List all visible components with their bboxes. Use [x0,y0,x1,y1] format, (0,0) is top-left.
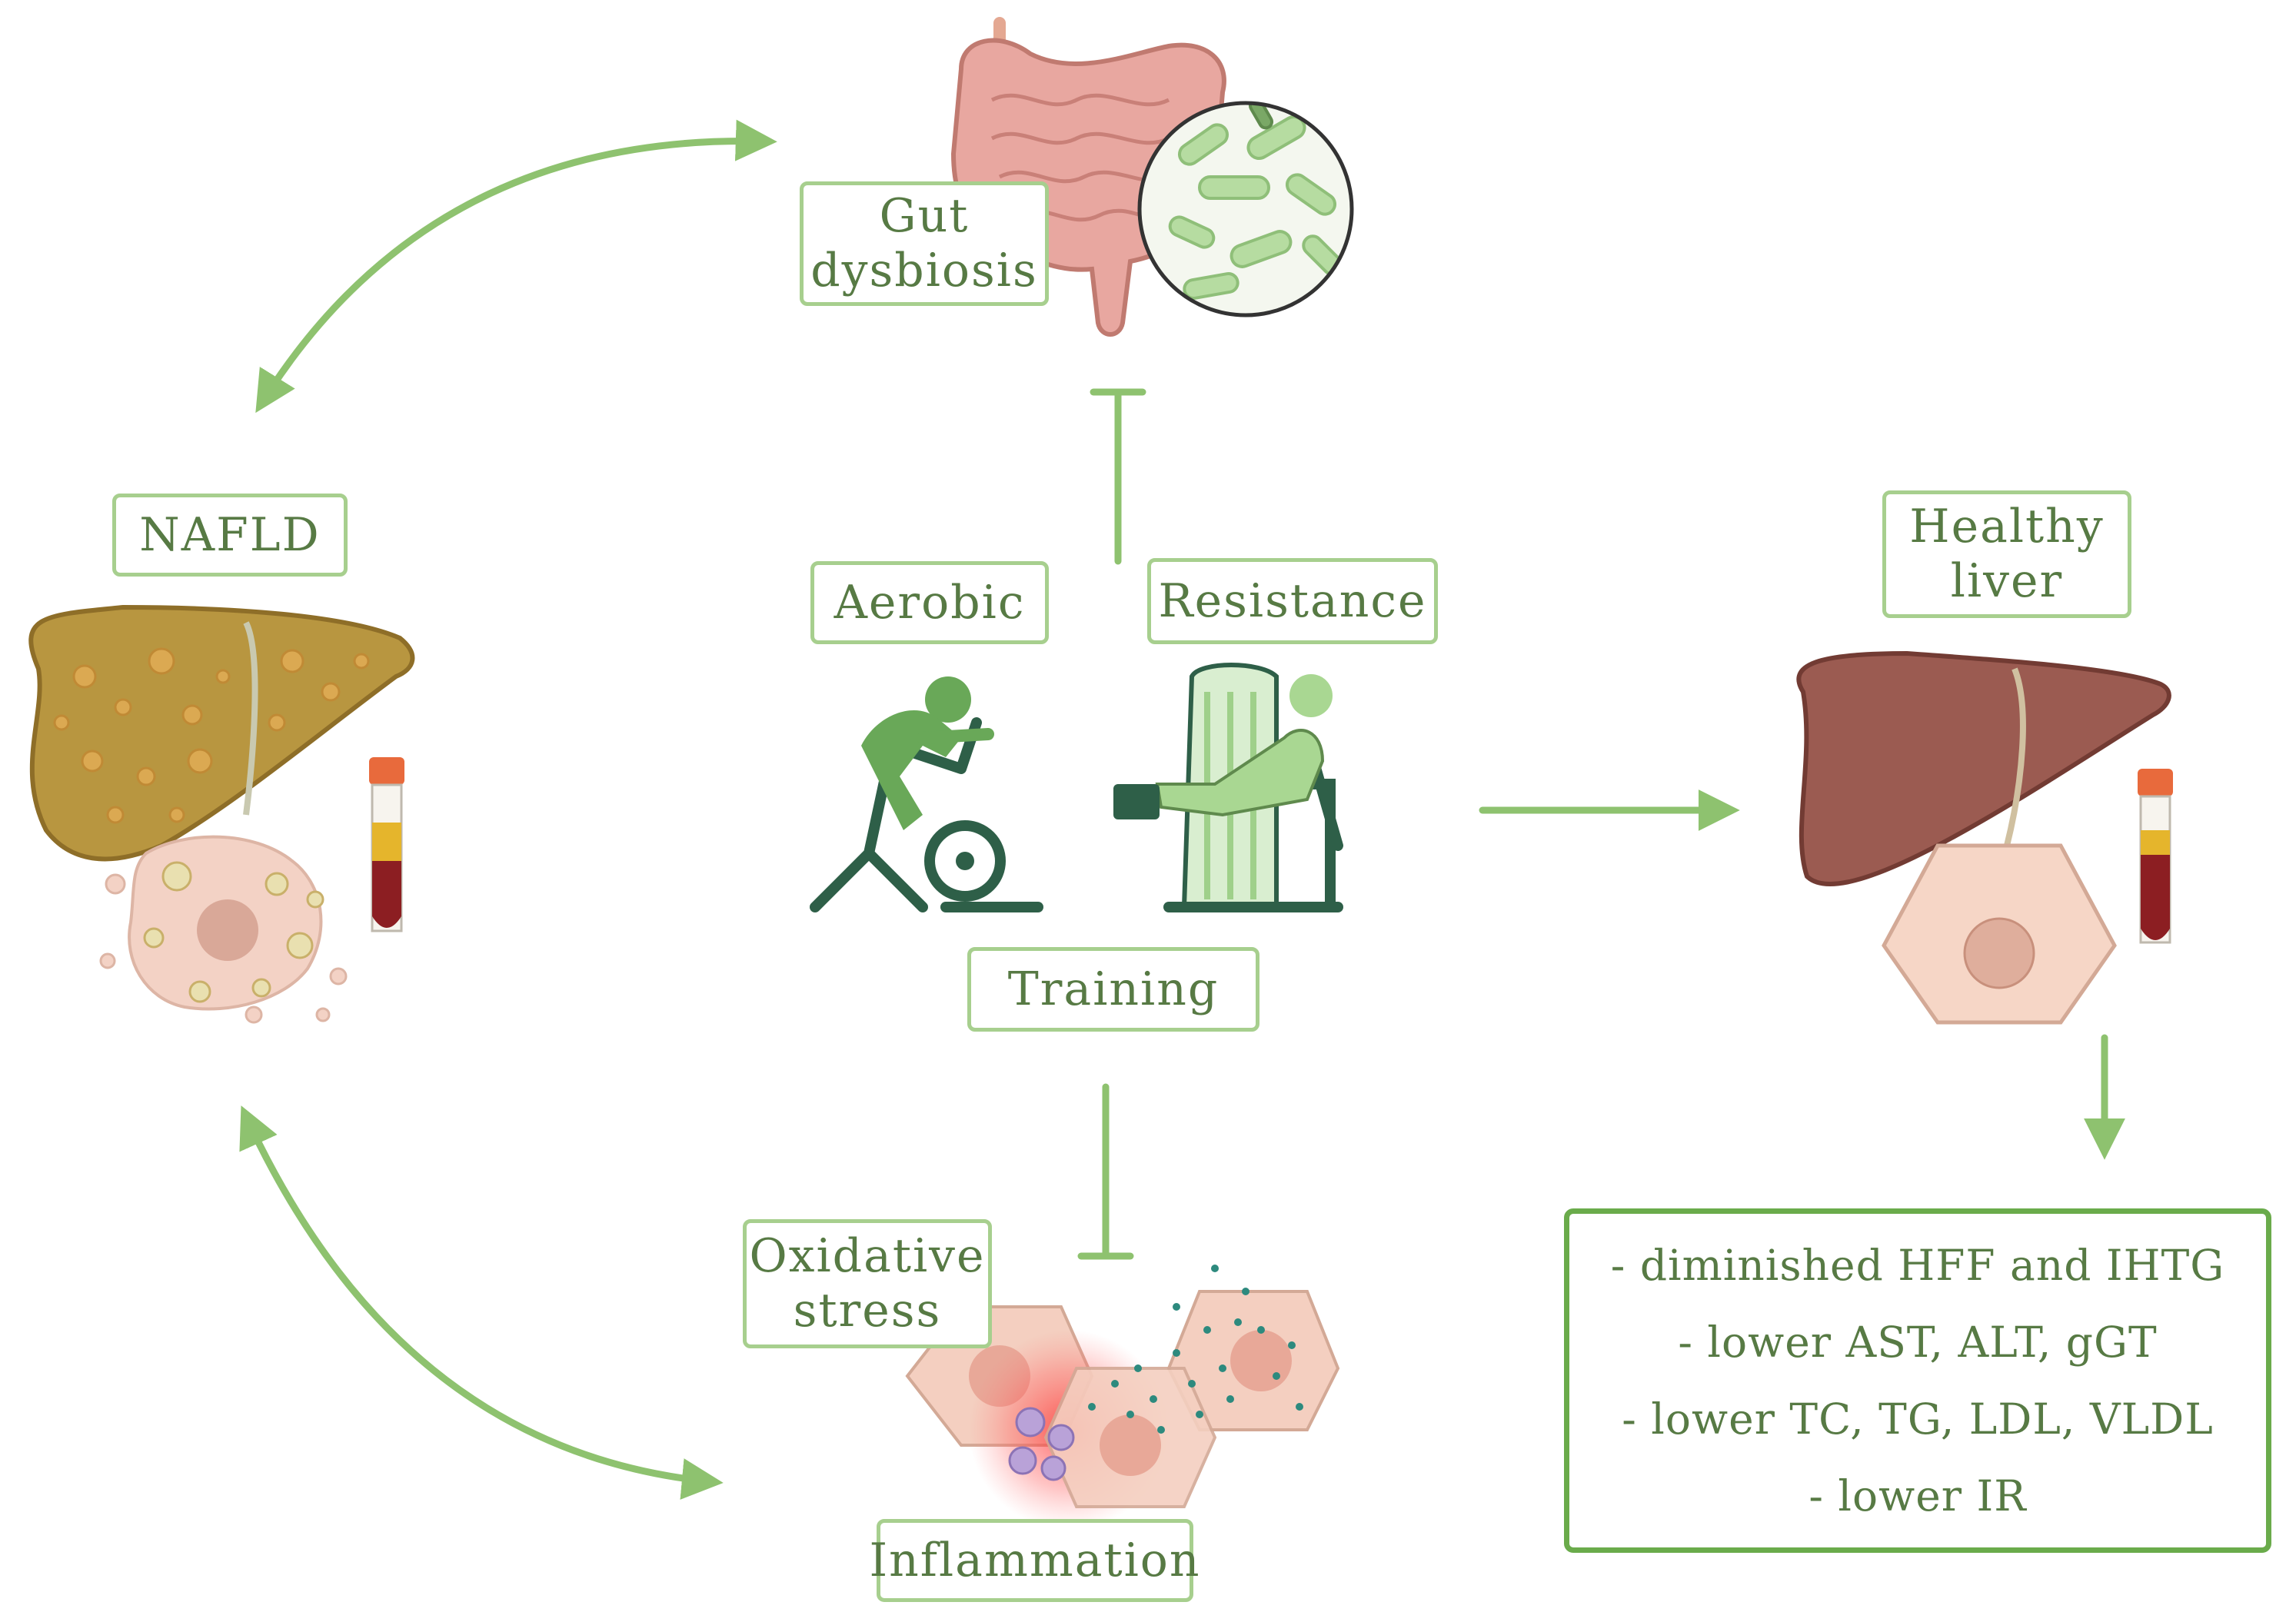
fatty-hepatocyte-icon [99,835,348,1024]
cycling-athlete-icon [810,676,1043,912]
inflammation-label: Inflammation [869,1519,1200,1602]
fatty-liver-icon [28,604,415,862]
outcome-item: - lower TC, TG, LDL, VLDL [1622,1394,2214,1444]
inflamed-cells-icon [905,1265,1340,1530]
aerobic-text: Aerobic [834,575,1026,630]
nafld-inflammation-double-arrow [239,1105,724,1500]
leg-press-athlete-icon [1113,663,1343,912]
gut-bacteria-icon [1137,101,1354,317]
gut-dysbiosis-label: Gut dysbiosis [800,181,1049,306]
healthy-liver-icon [1796,650,2171,886]
nafld-label: NAFLD [112,494,348,577]
training-text: Training [1007,962,1220,1016]
aerobic-label: Aerobic [810,561,1049,644]
oxidative-stress-line-2: stress [793,1284,942,1338]
healthy-liver-line-1: Healthy [1909,500,2105,554]
outcomes-box: - diminished HFF and IHTG - lower AST, A… [1564,1208,2271,1553]
training-label: Training [967,947,1259,1032]
resistance-text: Resistance [1158,573,1427,628]
outcome-item: - diminished HFF and IHTG [1610,1241,2225,1290]
blood-tube-icon [2138,769,2173,944]
connector-arrows [239,119,2125,1500]
outcome-item: - lower AST, ALT, gGT [1678,1318,2158,1367]
oxidative-stress-line-1: Oxidative [749,1229,986,1284]
outcome-item: - lower IR [1809,1471,2027,1521]
inflammation-text: Inflammation [869,1533,1201,1587]
healthy-liver-label: Healthy liver [1882,490,2131,618]
gut-dysbiosis-line-2: dysbiosis [810,244,1038,297]
healthy-liver-line-2: liver [1950,554,2064,608]
nafld-gut-double-arrow [255,119,777,414]
hepatocyte-icon [1882,843,2117,1025]
oxidative-stress-label: Oxidative stress [743,1219,992,1348]
blood-tube-icon [369,757,404,932]
gut-dysbiosis-line-1: Gut [879,189,970,244]
resistance-label: Resistance [1147,558,1438,644]
nafld-text: NAFLD [139,507,321,562]
